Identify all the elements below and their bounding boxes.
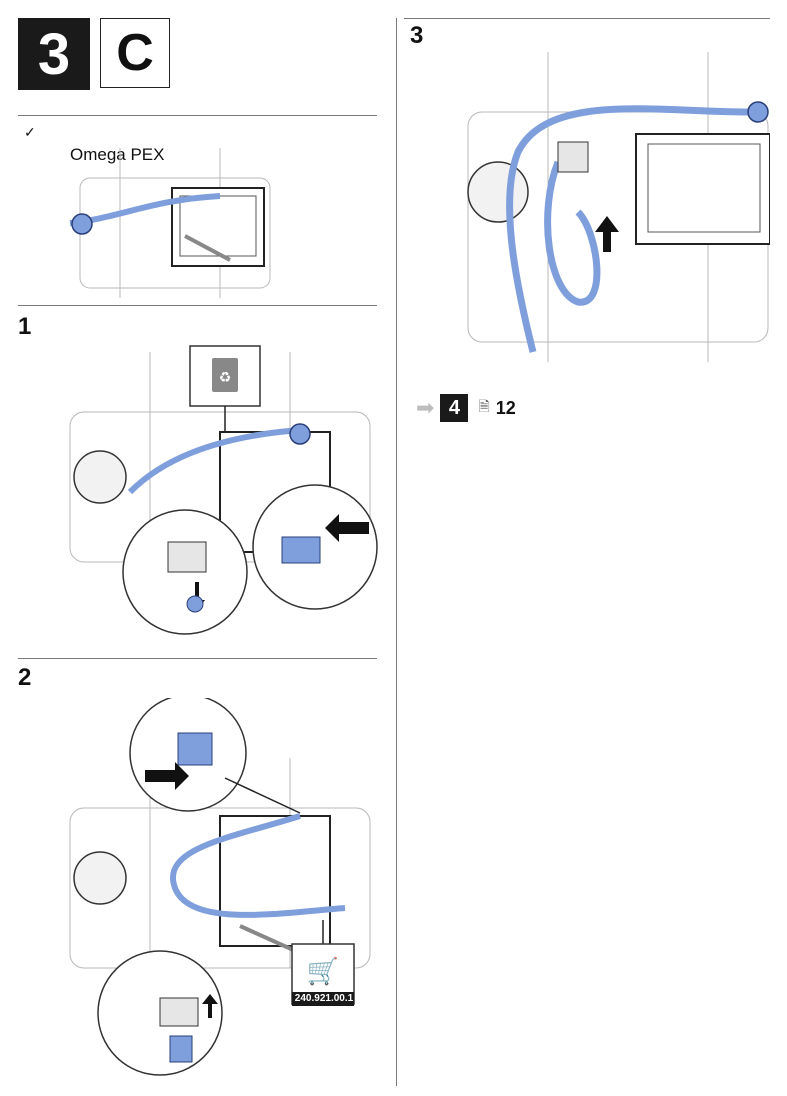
article-number: 240.921.00.1 — [294, 992, 354, 1006]
svg-text:♻: ♻ — [219, 370, 232, 386]
next-step-box: 4 — [440, 394, 468, 422]
chapter-step-box: 3 — [18, 18, 90, 90]
svg-text:🛒: 🛒 — [307, 956, 339, 987]
divider — [18, 305, 377, 306]
divider — [18, 115, 377, 116]
column-separator — [396, 18, 397, 1086]
page-icon: 🗎 — [478, 396, 489, 420]
intro-illustration — [60, 148, 290, 298]
step-number: 3 — [410, 22, 423, 50]
divider — [18, 658, 377, 659]
divider — [404, 18, 770, 19]
step-2-illustration: 🛒 — [60, 698, 380, 1083]
step-number: 2 — [18, 664, 31, 692]
step-1-illustration: ♻ — [60, 342, 380, 642]
step-3-illustration — [458, 52, 770, 362]
next-step-reference: ➡ 4 🗎 12 — [416, 394, 516, 422]
arrow-right-icon: ➡ — [416, 397, 434, 419]
step-number: 1 — [18, 313, 31, 341]
check-mark: ✓ — [24, 124, 36, 141]
page-number: 12 — [496, 398, 516, 419]
variant-letter-box: C — [100, 18, 170, 88]
